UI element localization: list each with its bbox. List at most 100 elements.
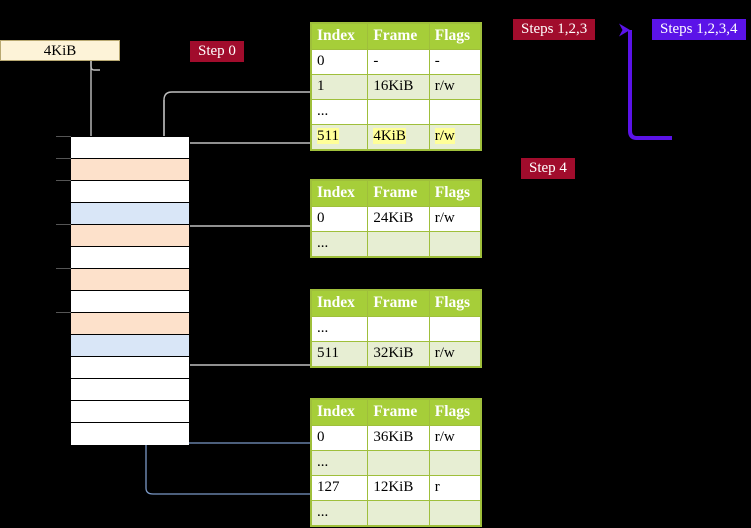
table-cell: ... — [310, 499, 369, 526]
memory-frame-row — [71, 379, 189, 401]
memory-frame-row — [56, 158, 189, 181]
connector-level2-to-memory — [179, 225, 310, 256]
table-cell: r — [428, 474, 482, 501]
table-cell: 0 — [310, 424, 369, 451]
table-cell: - — [367, 48, 430, 75]
memory-frame-row — [56, 268, 189, 291]
memory-frame-row — [71, 357, 189, 379]
physical-memory-column — [56, 136, 190, 445]
table-cell: 511 — [310, 123, 369, 150]
column-header-flags: Flags — [428, 23, 482, 50]
frame-tick-mark — [56, 158, 71, 159]
table-cell: r/w — [428, 205, 482, 232]
column-header-frame: Frame — [367, 180, 430, 207]
memory-frame-row — [71, 247, 189, 269]
memory-frame-row — [71, 401, 189, 423]
column-header-frame: Frame — [367, 23, 430, 50]
table-cell: r/w — [428, 123, 482, 150]
memory-frame-row — [71, 203, 189, 225]
table-cell: 127 — [310, 474, 369, 501]
table-cell: - — [428, 48, 482, 75]
table-cell: 12KiB — [367, 474, 430, 501]
table-row: ... — [310, 499, 482, 526]
memory-frame-row — [56, 224, 189, 247]
table-cell: 0 — [310, 205, 369, 232]
highlighted-value: 4KiB — [373, 127, 406, 144]
table-cell: ... — [310, 449, 369, 476]
frame-tick-mark — [56, 180, 71, 181]
table-cell — [367, 449, 430, 476]
connector-level3-to-memory — [175, 308, 310, 366]
table-cell: 36KiB — [367, 424, 430, 451]
frame-tick-mark — [56, 136, 71, 137]
memory-frame-row — [71, 423, 189, 445]
table-cell: 16KiB — [367, 73, 430, 100]
badge-step-4: Step 4 — [521, 158, 575, 179]
table-cell: 4KiB — [367, 123, 430, 150]
memory-frame-row — [56, 180, 189, 203]
table-cell — [428, 230, 482, 257]
badge-steps-123: Steps 1,2,3 — [513, 19, 596, 40]
memory-frame-row — [71, 335, 189, 357]
table-cell — [428, 98, 482, 125]
frame-tick-mark — [56, 268, 71, 269]
table-row: ... — [310, 449, 482, 476]
highlighted-value: r/w — [434, 127, 455, 144]
connector-steps-purple-arrow — [619, 23, 672, 140]
table-row: 0-- — [310, 48, 482, 75]
memory-frame-row — [71, 291, 189, 313]
table-row: 511 4KiB r/w — [310, 123, 482, 150]
table-cell: 1 — [310, 73, 369, 100]
table-cell — [428, 315, 482, 342]
table-cell: ... — [310, 98, 369, 125]
table-cell: r/w — [428, 424, 482, 451]
memory-frame-row — [56, 312, 189, 335]
column-header-flags: Flags — [428, 399, 482, 426]
column-header-index: Index — [310, 180, 369, 207]
table-cell — [367, 315, 430, 342]
frame-tick-mark — [56, 312, 71, 313]
frame-size-box: 4KiB — [0, 40, 120, 61]
column-header-index: Index — [310, 399, 369, 426]
table-cell — [367, 98, 430, 125]
table-cell — [428, 499, 482, 526]
table-row: ... — [310, 315, 482, 342]
column-header-flags: Flags — [428, 290, 482, 317]
table-cell: 511 — [310, 340, 369, 367]
connector-4kib-to-memory — [90, 61, 100, 71]
table-cell: r/w — [428, 340, 482, 367]
highlighted-value: 511 — [317, 127, 339, 144]
table-row: ... — [310, 230, 482, 257]
table-cell — [428, 449, 482, 476]
table-cell: 0 — [310, 48, 369, 75]
table-cell — [367, 230, 430, 257]
column-header-frame: Frame — [367, 399, 430, 426]
column-header-frame: Frame — [367, 290, 430, 317]
table-row: ... — [310, 98, 482, 125]
table-cell: r/w — [428, 73, 482, 100]
frame-tick-mark — [56, 224, 71, 225]
column-header-flags: Flags — [428, 180, 482, 207]
table-cell: 24KiB — [367, 205, 430, 232]
column-header-index: Index — [310, 23, 369, 50]
badge-steps-1234: Steps 1,2,3,4 — [652, 19, 746, 40]
badge-step-0: Step 0 — [190, 41, 244, 62]
memory-frame-row — [56, 136, 189, 159]
table-cell: ... — [310, 230, 369, 257]
table-cell — [367, 499, 430, 526]
column-header-index: Index — [310, 290, 369, 317]
table-cell: 32KiB — [367, 340, 430, 367]
